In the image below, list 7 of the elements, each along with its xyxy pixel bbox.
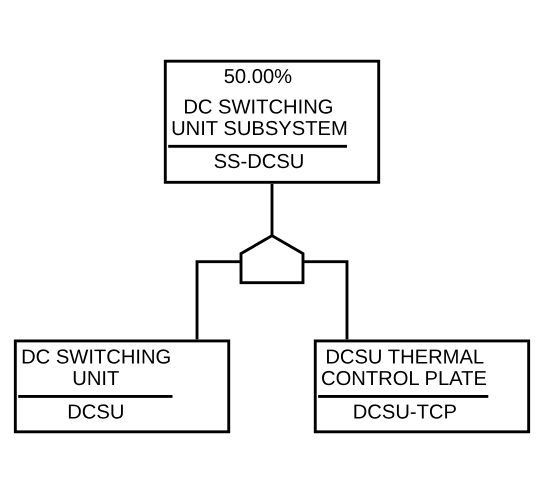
connector	[303, 260, 348, 339]
connector	[270, 183, 274, 235]
node-box: 50.00% DC SWITCHING UNIT SUBSYSTEM SS-DCSU	[164, 59, 380, 184]
node-box: DC SWITCHING UNIT DCSU	[14, 339, 230, 433]
node-box: DCSU THERMAL CONTROL PLATE DCSU-TCP	[314, 339, 530, 433]
node-gate	[240, 234, 304, 284]
connector	[196, 260, 241, 339]
